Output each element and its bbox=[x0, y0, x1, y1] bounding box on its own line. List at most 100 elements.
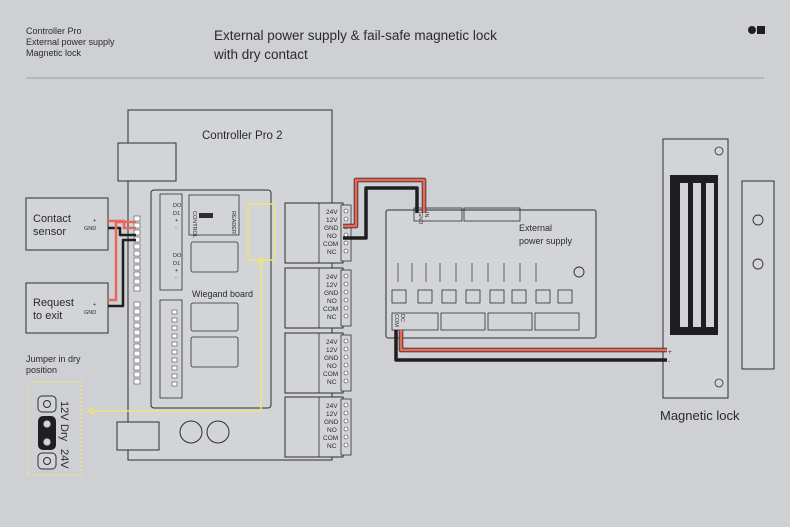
wiegand-board bbox=[150, 189, 272, 409]
wire-contact-gnd bbox=[108, 226, 136, 237]
svg-text:COM: COM bbox=[323, 371, 338, 378]
svg-text:COM: COM bbox=[323, 306, 338, 313]
tamper-button-2 bbox=[206, 420, 230, 444]
plus-label-1: + bbox=[175, 218, 178, 224]
svg-text:COM: COM bbox=[323, 435, 338, 442]
rte-label-2: to exit bbox=[33, 310, 62, 322]
maglock-plus: + bbox=[668, 349, 672, 356]
svg-text:12V: 12V bbox=[326, 347, 338, 354]
wire-rte-gnd bbox=[108, 238, 136, 308]
svg-text:NC: NC bbox=[327, 443, 337, 450]
contact-sensor-label-2: sensor bbox=[33, 226, 66, 238]
svg-text:NO: NO bbox=[327, 427, 337, 434]
jumper-callout-arrow bbox=[86, 406, 96, 416]
barrel-connector bbox=[116, 421, 160, 451]
d1-label-1: D1 bbox=[173, 211, 180, 217]
svg-text:GND: GND bbox=[324, 419, 339, 426]
svg-text:GND: GND bbox=[417, 212, 423, 224]
svg-text:+: + bbox=[93, 218, 96, 224]
reader-tag: READER bbox=[230, 211, 236, 234]
contact-sensor: Contact sensor + GND bbox=[25, 197, 109, 251]
relay-block-4: 24V 12V GND NO COM NC bbox=[284, 396, 352, 458]
wiegand-board-label: Wiegand board bbox=[192, 289, 253, 299]
diagram-title-line1: External power supply & fail-safe magnet… bbox=[214, 28, 497, 43]
pin-column-board bbox=[171, 309, 178, 387]
relay-block-1: 24V 12V GND NO COM NC bbox=[284, 202, 352, 264]
svg-text:NO: NO bbox=[327, 233, 337, 240]
control-tag: CONTROL bbox=[191, 211, 197, 238]
psu-fuse-boxes bbox=[391, 289, 573, 304]
wire-minus-lock bbox=[394, 330, 667, 362]
svg-text:GND: GND bbox=[324, 225, 339, 232]
svg-text:NC: NC bbox=[327, 249, 337, 256]
jumper-dry-label: Dry bbox=[58, 424, 70, 442]
svg-text:+: + bbox=[93, 302, 96, 308]
maglock-label: Magnetic lock bbox=[660, 408, 740, 423]
tamper-button-1 bbox=[179, 420, 203, 444]
do-d1-block bbox=[159, 193, 183, 291]
header-subtitle-psu: External power supply bbox=[26, 37, 115, 47]
relay-block-3: 24V 12V GND NO COM NC bbox=[284, 332, 352, 394]
control-switch bbox=[199, 213, 213, 218]
psu-output-terminal bbox=[391, 312, 439, 331]
d1-label-2: D1 bbox=[173, 261, 180, 267]
request-to-exit: Request to exit + GND bbox=[25, 282, 109, 334]
wire-gnd-psu bbox=[343, 186, 419, 240]
jumper-caption-2: position bbox=[26, 365, 57, 375]
svg-text:GND: GND bbox=[84, 310, 96, 316]
svg-text:COM: COM bbox=[393, 314, 399, 327]
jumper-cap bbox=[38, 416, 56, 450]
minus-label-1: - bbox=[175, 225, 177, 231]
header-subtitle-lock: Magnetic lock bbox=[26, 48, 82, 58]
svg-text:NC: NC bbox=[327, 314, 337, 321]
external-power-supply: External power supply IN GND COM DC bbox=[385, 207, 597, 339]
psu-input-terminal bbox=[413, 207, 463, 222]
plus-label-2: + bbox=[175, 268, 178, 274]
do-label-1: DO bbox=[173, 203, 182, 209]
psu-led bbox=[573, 266, 585, 278]
module-slot-3 bbox=[190, 336, 239, 368]
wire-plus-lock bbox=[399, 330, 667, 352]
wire-24v-psu bbox=[343, 178, 426, 228]
svg-text:24V: 24V bbox=[326, 339, 338, 346]
controller-module-block bbox=[117, 142, 177, 182]
wires bbox=[86, 177, 667, 416]
svg-text:IN: IN bbox=[423, 212, 429, 218]
jumper-callout-line bbox=[90, 261, 262, 412]
svg-text:GND: GND bbox=[324, 290, 339, 297]
psu-aux-terminal bbox=[463, 207, 521, 222]
maglock-armature-plate bbox=[741, 180, 775, 370]
relay-block-2: 24V 12V GND NO COM NC bbox=[284, 267, 352, 329]
jumper-24v-label: 24V bbox=[58, 449, 70, 469]
rte-label-1: Request bbox=[33, 297, 74, 309]
psu-fuses bbox=[397, 263, 537, 282]
do-label-2: DO bbox=[173, 253, 182, 259]
diagram-title-line2: with dry contact bbox=[213, 47, 308, 62]
pin-column-left bbox=[133, 215, 141, 385]
svg-text:24V: 24V bbox=[326, 274, 338, 281]
controller-title: Controller Pro 2 bbox=[202, 130, 283, 142]
svg-text:NO: NO bbox=[327, 363, 337, 370]
maglock-minus: - bbox=[668, 358, 670, 365]
jumper-detail: 12V Dry 24V bbox=[27, 381, 82, 476]
relay-terminals: 24V 12V GND NO COM NC 24V 12V GND NO COM… bbox=[284, 202, 352, 458]
psu-label-1: External bbox=[519, 223, 552, 233]
header-product: Controller Pro bbox=[26, 26, 82, 36]
svg-text:24V: 24V bbox=[326, 403, 338, 410]
svg-text:24V: 24V bbox=[326, 209, 338, 216]
magnetic-lock: + - Magnetic lock bbox=[660, 138, 775, 423]
svg-text:GND: GND bbox=[84, 226, 96, 232]
jumper-caption-1: Jumper in dry bbox=[26, 354, 81, 364]
pin-strip-block bbox=[159, 299, 183, 399]
svg-text:12V: 12V bbox=[326, 217, 338, 224]
minus-label-2: - bbox=[175, 275, 177, 281]
module-slot-2 bbox=[190, 302, 239, 332]
svg-text:NC: NC bbox=[327, 379, 337, 386]
contact-sensor-label-1: Contact bbox=[33, 213, 71, 225]
svg-text:GND: GND bbox=[324, 355, 339, 362]
module-slot-1 bbox=[190, 241, 239, 273]
svg-text:DC: DC bbox=[399, 314, 405, 322]
control-reader-block bbox=[188, 194, 240, 236]
